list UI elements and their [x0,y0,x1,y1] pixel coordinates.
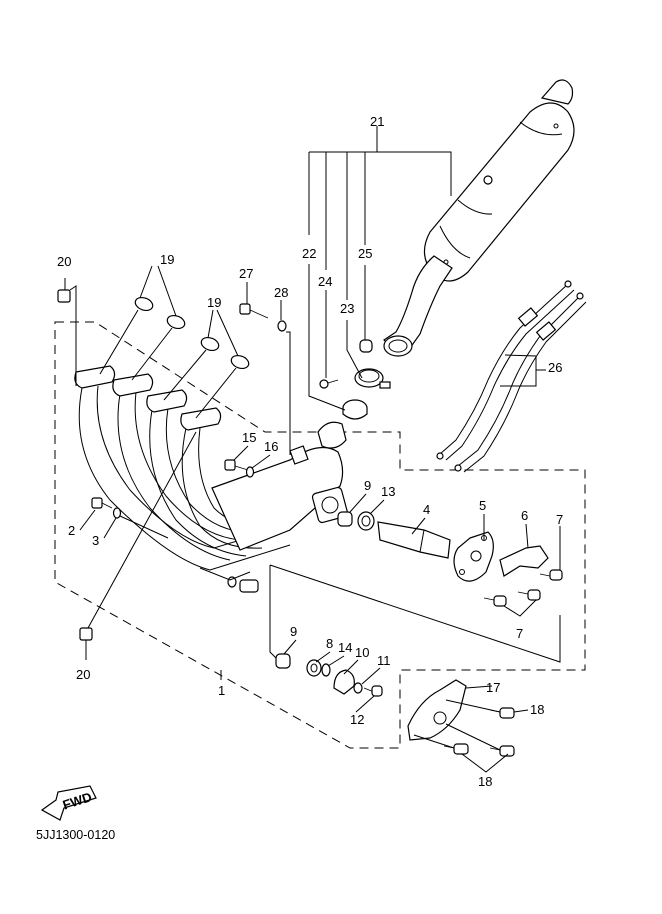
nut-20-lower-part [79,431,197,660]
gaskets-19-part [99,265,250,419]
muffler-part [383,79,575,357]
bolt-27-part [239,282,269,319]
bolt-12-part [363,685,383,697]
callout-23: 23 [340,301,354,316]
callout-25: 25 [358,246,372,261]
shaft-4-part [377,521,451,559]
callout-12: 12 [350,712,364,727]
callout-14: 14 [338,640,352,655]
callout-28: 28 [274,285,288,300]
bolt-24-part [319,379,339,389]
nut-20-upper-part [57,278,77,386]
callout-1: 1 [218,683,225,698]
callout-20-upper: 20 [57,254,71,269]
callout-9-lower: 9 [290,624,297,639]
muffler-group-bracket [308,126,452,411]
callout-22: 22 [302,246,316,261]
callout-21: 21 [370,114,384,129]
callout-27: 27 [239,266,253,281]
callout-18-lower: 18 [478,774,492,789]
bushing-9-upper-part [337,511,353,527]
pulley-5-part [453,531,494,582]
callout-7-upper: 7 [556,512,563,527]
callout-20-lower: 20 [76,667,90,682]
drawing-code: 5JJ1300-0120 [36,828,116,842]
callout-6: 6 [521,508,528,523]
callout-8: 8 [326,636,333,651]
bolt-2-part [79,497,113,531]
bracket-6-part [499,545,549,577]
fwd-arrow-icon: FWD [40,785,97,821]
lever-10-part [333,669,355,695]
exup-cables-part [436,280,587,473]
washer-28-part [277,300,291,455]
screws-18-part [413,699,529,773]
washer-11-part [353,682,363,694]
callout-24: 24 [318,274,332,289]
gasket-22-part [342,399,368,420]
callout-26: 26 [548,360,562,375]
callout-18-upper: 18 [530,702,544,717]
callout-2: 2 [68,523,75,538]
callout-10: 10 [355,645,369,660]
leader-lines [233,445,529,713]
damper-part [359,339,373,353]
callout-13: 13 [381,484,395,499]
washer-16-part [245,466,255,478]
pulley-cover-17-part [407,679,493,741]
screws-7-part [483,526,563,617]
callout-19-left: 19 [160,252,174,267]
callout-labels: 1 2 3 4 5 6 7 7 8 9 9 10 11 12 13 14 15 … [57,114,563,789]
callout-9-upper: 9 [364,478,371,493]
lower-bolt-part [199,567,259,593]
bolt-15-part [224,459,249,471]
seal-13-part [357,511,375,531]
callout-3: 3 [92,533,99,548]
washer-8-part [306,659,322,677]
washer-3-part [103,507,169,539]
callout-5: 5 [479,498,486,513]
spring-washer-14-part [321,663,331,677]
callout-19-right: 19 [207,295,221,310]
callout-7-lower: 7 [516,626,523,641]
clamp-part [354,368,391,389]
callout-17: 17 [486,680,500,695]
bushing-9-lower-part [275,653,291,669]
callout-16: 16 [264,439,278,454]
header-pipes-part [74,365,349,571]
callout-4: 4 [423,502,430,517]
subassembly-outline-exup [269,564,561,663]
callout-11: 11 [377,653,391,668]
callout-15: 15 [242,430,256,445]
